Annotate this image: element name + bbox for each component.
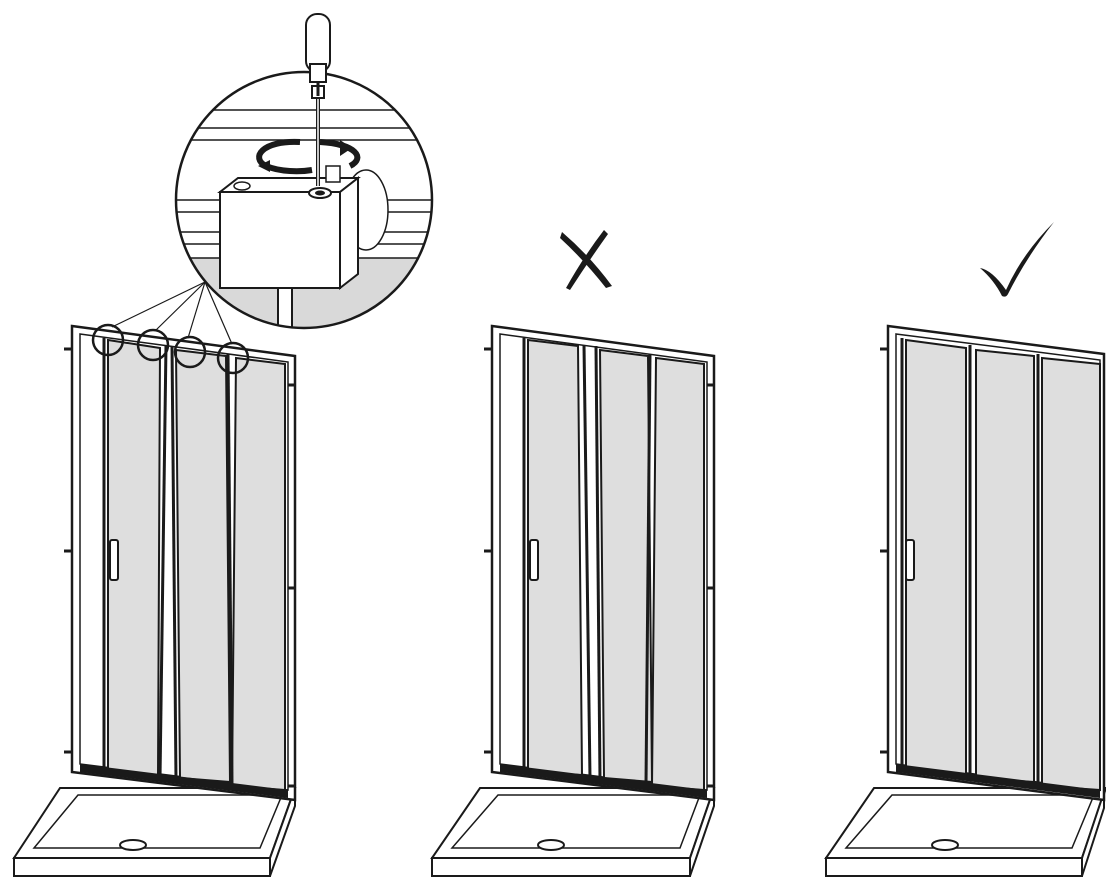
shower-tray	[824, 787, 1106, 877]
door-frame	[880, 324, 1106, 802]
adjustment-point-3	[173, 335, 207, 369]
adjustment-point-2	[136, 328, 170, 362]
shower-enclosure-wrong	[430, 324, 716, 877]
adjustment-point-4	[216, 341, 250, 375]
screwdriver-icon	[311, 85, 325, 186]
check-mark-icon	[980, 222, 1054, 297]
shower-enclosure-adjust	[12, 281, 297, 877]
adjustment-point-markers	[91, 323, 250, 375]
shower-tray	[12, 787, 297, 877]
screwdriver-handle	[305, 13, 331, 96]
adjustment-point-1	[91, 323, 125, 357]
door-frame	[64, 324, 297, 802]
adjustment-detail-view	[174, 13, 434, 330]
shower-tray	[430, 787, 716, 877]
detail-leader-lines	[111, 281, 233, 345]
door-frame	[484, 324, 716, 802]
cross-mark-icon	[560, 230, 612, 290]
shower-enclosure-correct	[824, 324, 1106, 877]
